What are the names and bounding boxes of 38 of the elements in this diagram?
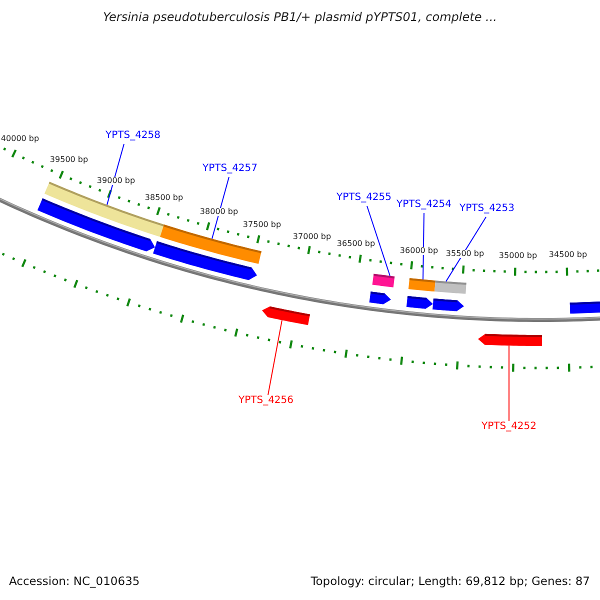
leader-line [212, 176, 230, 240]
feature-bar [408, 278, 436, 292]
tick-label: 39500 bp [50, 156, 88, 164]
tick-label: 36500 bp [336, 240, 376, 248]
leader-line [422, 212, 424, 280]
gene-label: YPTS_4252 [481, 422, 537, 432]
leader-line [268, 320, 282, 396]
gene-feature [406, 296, 433, 309]
gene-feature [570, 300, 600, 314]
tick-label: 38500 bp [144, 194, 184, 202]
leader-line [366, 206, 390, 276]
gene-label: YPTS_4258 [105, 131, 161, 141]
gene-label: YPTS_4254 [396, 200, 452, 210]
tick-label: 39000 bp [96, 177, 136, 185]
title: Yersinia pseudotuberculosis PB1/+ plasmid pYPTS01, complete ... [103, 11, 497, 23]
leader-line [106, 144, 124, 206]
gene-feature [369, 292, 391, 304]
tick-label: 37500 bp [242, 221, 282, 229]
leader-line [508, 345, 510, 422]
tick-label: 35500 bp [446, 250, 484, 258]
gene-feature [432, 298, 464, 312]
feature-bar [372, 274, 395, 288]
tick-label: 38000 bp [200, 208, 238, 216]
tick-label: 36000 bp [400, 247, 438, 255]
tick-label: 34500 bp [548, 251, 588, 259]
gene-label: YPTS_4256 [238, 396, 294, 406]
gene-label: YPTS_4257 [202, 164, 258, 174]
gene-feature [262, 306, 310, 326]
tick-label: 40000 bp [0, 135, 40, 143]
tick-label: 35000 bp [498, 252, 538, 260]
footer-text: Topology: circular; Length: 69,812 bp; Genes: 87 [310, 576, 590, 588]
footer-text: Accession: NC_010635 [9, 576, 140, 588]
leader-line [446, 216, 486, 282]
tick-label: 37000 bp [292, 233, 332, 241]
gene-feature [478, 334, 542, 346]
gene-label: YPTS_4253 [459, 204, 515, 214]
gene-label: YPTS_4255 [336, 193, 392, 203]
feature-bar [434, 280, 466, 294]
